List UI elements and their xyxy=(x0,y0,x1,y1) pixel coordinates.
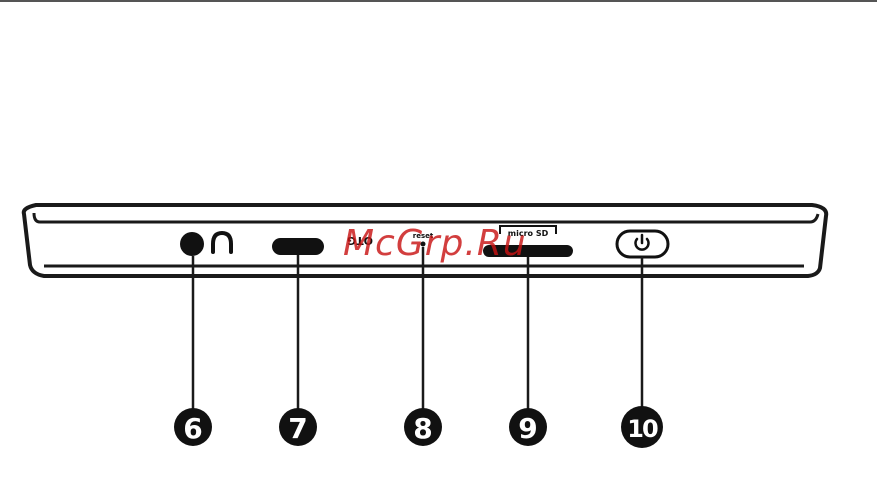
reset-label: reset xyxy=(413,232,434,240)
svg-text:8: 8 xyxy=(413,412,432,445)
micro-sd-slot xyxy=(483,245,573,257)
svg-text:6: 6 xyxy=(183,412,202,445)
callout-7: 7 xyxy=(279,408,317,446)
svg-text:10: 10 xyxy=(627,415,658,443)
otg-label: OTG xyxy=(347,234,373,247)
micro-usb-port xyxy=(272,238,324,255)
svg-text:9: 9 xyxy=(518,412,537,445)
callout-9: 9 xyxy=(509,408,547,446)
callout-10: 10 xyxy=(621,406,663,448)
callout-8: 8 xyxy=(404,408,442,446)
reset-hole xyxy=(421,242,426,247)
micro-sd-label: micro SD xyxy=(508,229,549,238)
headphone-jack xyxy=(180,232,204,256)
device-body xyxy=(24,205,826,276)
callout-6: 6 xyxy=(174,408,212,446)
svg-text:7: 7 xyxy=(288,412,307,445)
